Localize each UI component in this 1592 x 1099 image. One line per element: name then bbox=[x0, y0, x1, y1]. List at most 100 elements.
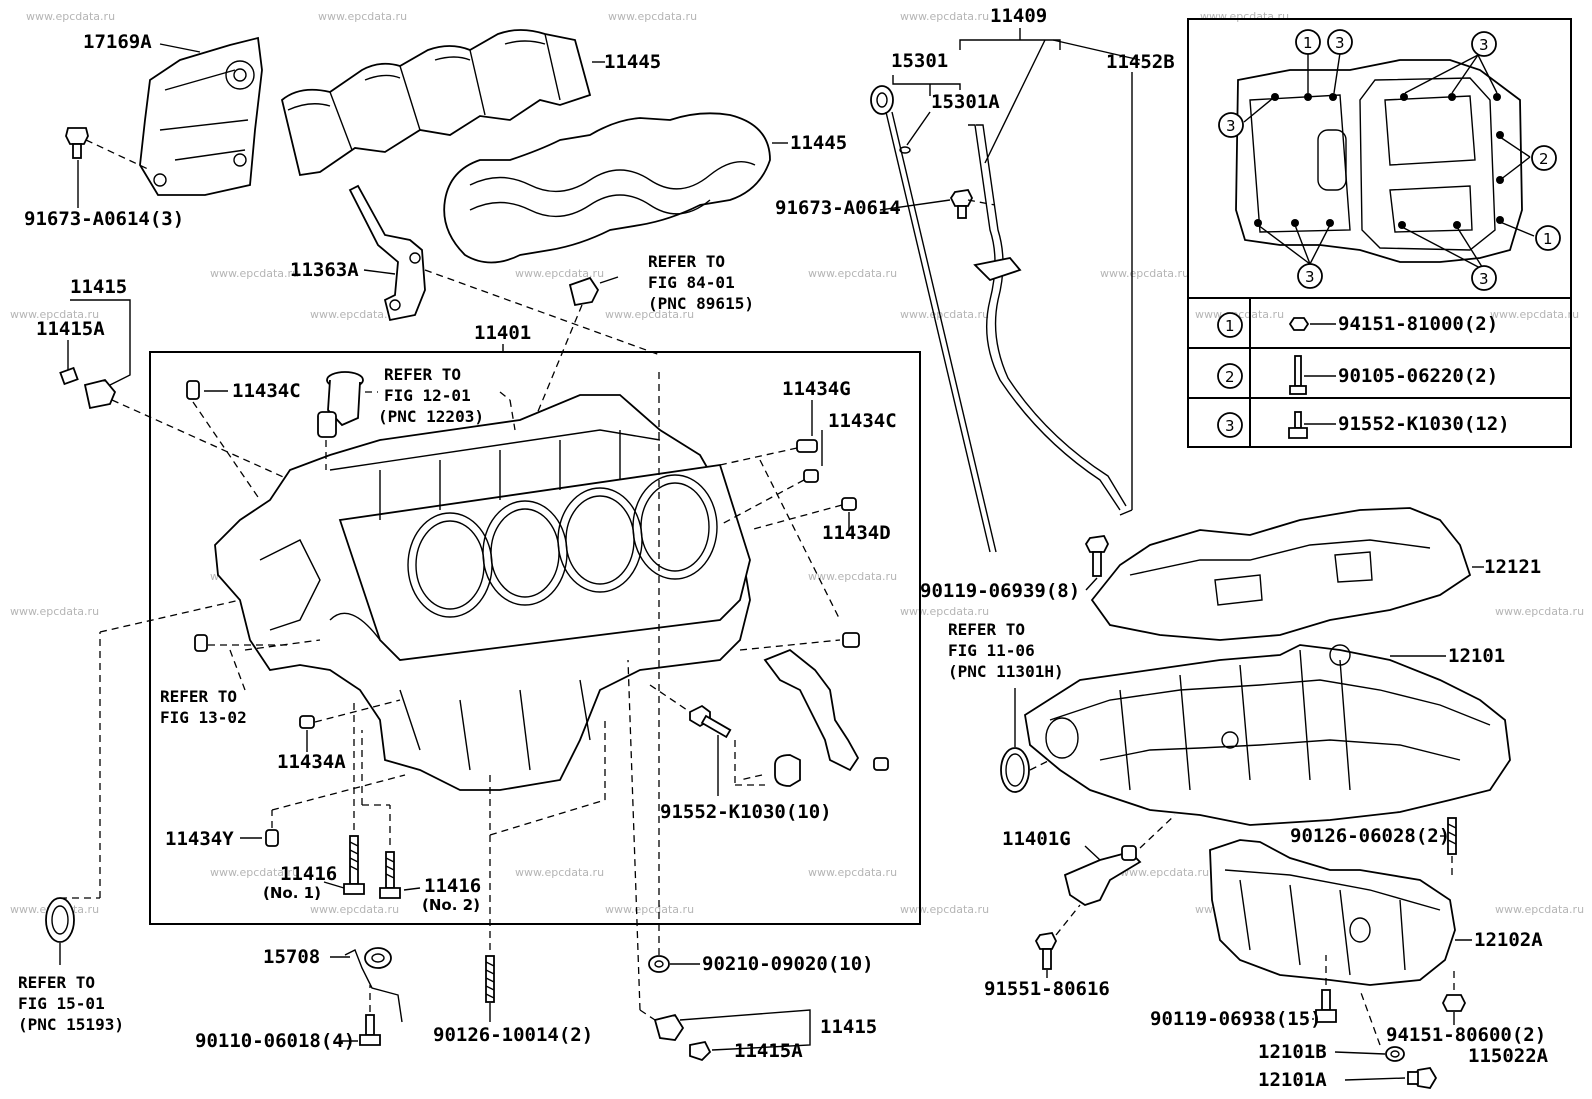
oil-strainer-15708 bbox=[344, 947, 403, 1023]
refer-fig13-line2: FIG 13-02 bbox=[160, 708, 247, 727]
refer-fig84-line3: (PNC 89615) bbox=[648, 294, 754, 313]
label-11363A: 11363A bbox=[290, 259, 359, 281]
label-11434G: 11434G bbox=[782, 378, 851, 400]
refer-fig84-line1: REFER TO bbox=[648, 252, 725, 271]
inset-callout: 3 bbox=[1226, 117, 1236, 135]
label-11416-no2-sub: (No. 2) bbox=[422, 896, 480, 914]
label-11434Y: 11434Y bbox=[165, 828, 234, 850]
stud-90126-10014 bbox=[485, 955, 495, 1003]
bolt-11416-no1 bbox=[343, 835, 365, 895]
plug-11434C-left bbox=[186, 380, 200, 400]
label-15301A: 15301A bbox=[931, 91, 1000, 113]
label-91552-K1030-10: 91552-K1030(10) bbox=[660, 801, 832, 823]
refer-fig11-line2: FIG 11-06 bbox=[948, 641, 1035, 660]
heat-shield-17169A bbox=[139, 36, 263, 196]
label-11415-bottom: 11415 bbox=[820, 1016, 877, 1038]
gasket-12101B bbox=[1385, 1046, 1405, 1062]
watermark: www.epcdata.ru bbox=[310, 903, 399, 916]
label-11445-mid: 11445 bbox=[790, 132, 847, 154]
label-11415A-bottom: 11415A bbox=[734, 1040, 803, 1062]
inset-callout-lines bbox=[1243, 52, 1535, 271]
refer-fig11-line3: (PNC 11301H) bbox=[948, 662, 1064, 681]
watermark: www.epcdata.ru bbox=[808, 267, 897, 280]
watermark: www.epcdata.ru bbox=[900, 308, 989, 321]
bolt-11416-no2 bbox=[379, 851, 401, 899]
watermark: www.epcdata.ru bbox=[900, 10, 989, 23]
watermark: www.epcdata.ru bbox=[310, 308, 399, 321]
stud-11415-top bbox=[59, 366, 117, 410]
label-90126-06028-2: 90126-06028(2) bbox=[1290, 825, 1450, 847]
label-12101A: 12101A bbox=[1258, 1069, 1327, 1091]
plug-11434A bbox=[194, 634, 315, 729]
refer-fig15-line2: FIG 15-01 bbox=[18, 994, 105, 1013]
label-94151-80600-2: 94151-80600(2) bbox=[1386, 1024, 1546, 1046]
watermark: www.epcdata.ru bbox=[608, 10, 697, 23]
bolt-90119-06939 bbox=[1084, 535, 1110, 577]
watermark: www.epcdata.ru bbox=[808, 570, 897, 583]
dipstick-15301 bbox=[870, 85, 997, 553]
label-11434D: 11434D bbox=[822, 522, 891, 544]
label-11445-top: 11445 bbox=[604, 51, 661, 73]
inset-callout: 3 bbox=[1305, 268, 1315, 286]
washer-90210-09020 bbox=[648, 955, 670, 973]
watermark: www.epcdata.ru bbox=[605, 308, 694, 321]
watermark: www.epcdata.ru bbox=[605, 903, 694, 916]
inset-callout: 1 bbox=[1303, 34, 1313, 52]
label-12121: 12121 bbox=[1484, 556, 1541, 578]
oil-pan-12101 bbox=[1024, 644, 1511, 826]
inset-frame bbox=[1187, 18, 1572, 448]
bolt-90119-06938 bbox=[1315, 989, 1337, 1023]
label-90110-06018-4: 90110-06018(4) bbox=[195, 1030, 355, 1052]
bolt-90110-06018 bbox=[359, 1014, 381, 1046]
watermark: www.epcdata.ru bbox=[1490, 308, 1579, 321]
oil-pan-top-view bbox=[1235, 59, 1523, 263]
oil-jet-pipe bbox=[763, 632, 889, 787]
inset-callout: 3 bbox=[1479, 270, 1489, 288]
plug-11434G bbox=[796, 439, 818, 453]
insulator-11445-lower bbox=[443, 112, 771, 264]
watermark: www.epcdata.ru bbox=[10, 308, 99, 321]
label-17169A: 17169A bbox=[83, 31, 152, 53]
watermark: www.epcdata.ru bbox=[10, 605, 99, 618]
cylinder-block-frame bbox=[149, 351, 921, 925]
plug-11401G bbox=[1063, 845, 1142, 906]
label-90119-06939-8: 90119-06939(8) bbox=[920, 580, 1080, 602]
label-11416-no1: 11416 bbox=[280, 863, 337, 885]
dipstick-guide-11452B bbox=[968, 124, 1127, 511]
knock-sensor-connector bbox=[568, 276, 600, 307]
inset-table: 1 94151-81000(2) 2 90105-06220(2) 3 9155… bbox=[1188, 297, 1571, 447]
bolt-91552-K1030-10 bbox=[689, 704, 732, 739]
rear-oil-seal bbox=[45, 897, 75, 943]
table-num: 1 bbox=[1225, 317, 1235, 335]
watermark: www.epcdata.ru bbox=[1200, 10, 1289, 23]
refer-fig12-line3: (PNC 12203) bbox=[378, 407, 484, 426]
watermark: www.epcdata.ru bbox=[808, 866, 897, 879]
label-11416-no2: 11416 bbox=[424, 875, 481, 897]
label-11415-top: 11415 bbox=[70, 276, 127, 298]
plug-11434D bbox=[841, 497, 857, 511]
bolt-91673-A0614-3 bbox=[65, 127, 89, 159]
watermark: www.epcdata.ru bbox=[210, 267, 299, 280]
label-15708: 15708 bbox=[263, 946, 320, 968]
watermark: www.epcdata.ru bbox=[318, 10, 407, 23]
watermark: www.epcdata.ru bbox=[1100, 267, 1189, 280]
label-11401G: 11401G bbox=[1002, 828, 1071, 850]
label-11401: 11401 bbox=[474, 322, 531, 344]
label-11434C-right: 11434C bbox=[828, 410, 897, 432]
refer-fig15-line1: REFER TO bbox=[18, 973, 95, 992]
inset-callouts: 1 3 3 3 2 1 3 3 3 bbox=[1218, 29, 1561, 291]
label-12101: 12101 bbox=[1448, 645, 1505, 667]
oil-pan-12102A bbox=[1209, 839, 1456, 986]
label-11434A: 11434A bbox=[277, 751, 346, 773]
bracket-11363A bbox=[348, 184, 426, 322]
refer-fig12-line1: REFER TO bbox=[384, 365, 461, 384]
watermark: www.epcdata.ru bbox=[515, 267, 604, 280]
label-91673-A0614: 91673-A0614 bbox=[775, 197, 901, 219]
inset-callout: 3 bbox=[1335, 34, 1345, 52]
watermark: www.epcdata.ru bbox=[900, 903, 989, 916]
label-12101B: 12101B bbox=[1258, 1041, 1327, 1063]
label-11416-no1-sub: (No. 1) bbox=[263, 884, 321, 902]
label-11452B: 11452B bbox=[1106, 51, 1175, 73]
watermark: www.epcdata.ru bbox=[1495, 903, 1584, 916]
